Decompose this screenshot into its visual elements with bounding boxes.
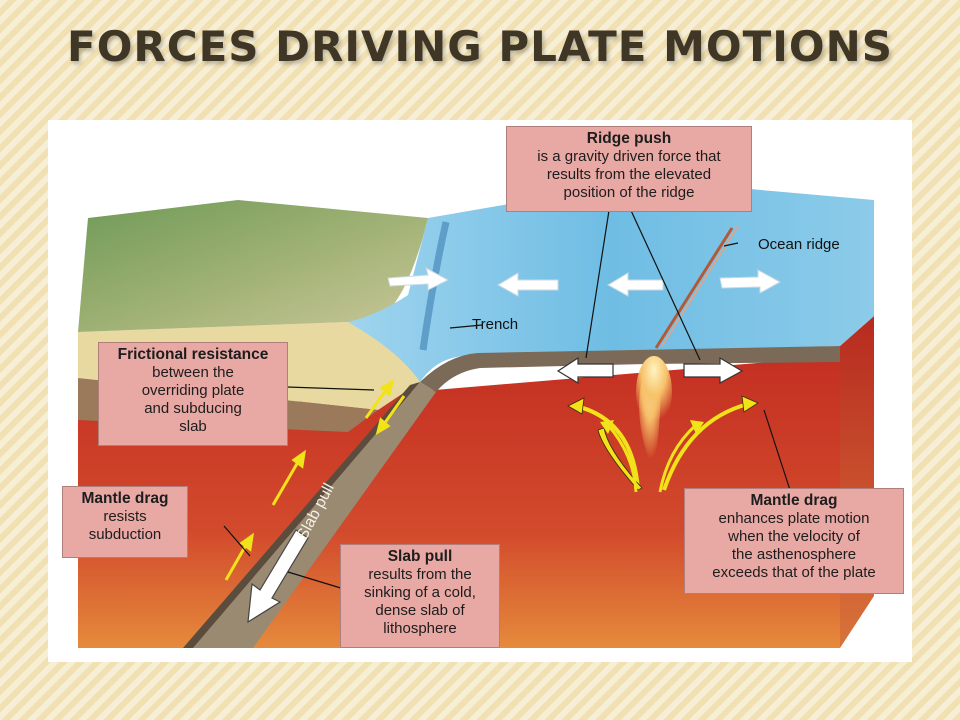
mantle-drag-right-text: enhances plate motion when the velocity … <box>712 510 876 581</box>
slide-title: FORCES DRIVING PLATE MOTIONS <box>67 22 893 71</box>
ocean-ridge-label: Ocean ridge <box>758 236 840 253</box>
ridge-push-heading: Ridge push <box>586 130 672 147</box>
ridge-push-arrows <box>556 356 744 385</box>
ridge-push-callout: Ridge push is a gravity driven force tha… <box>506 126 752 212</box>
plate-motion-diagram: Ocean ridge Trench Slab pull Ridge push … <box>48 120 912 662</box>
frictional-resistance-text: between the overriding plate and subduci… <box>141 364 245 435</box>
frictional-resistance-heading: Frictional resistance <box>117 346 269 363</box>
slab-pull-text: results from the sinking of a cold, dens… <box>364 566 476 637</box>
mantle-drag-left-text: resists subduction <box>88 508 162 543</box>
convection-arrows <box>575 402 749 491</box>
frictional-resistance-callout: Frictional resistance between the overri… <box>98 342 288 446</box>
mantle-drag-right-callout: Mantle drag enhances plate motion when t… <box>684 488 904 594</box>
ridge-push-text: is a gravity driven force that results f… <box>537 148 721 201</box>
mantle-drag-left-callout: Mantle drag resists subduction <box>62 486 188 558</box>
slab-pull-arrow <box>247 529 309 624</box>
mantle-drag-right-heading: Mantle drag <box>750 492 838 509</box>
trench-label: Trench <box>472 316 519 333</box>
surface-motion-arrows <box>387 266 782 297</box>
slab-pull-heading: Slab pull <box>387 548 453 565</box>
mantle-drag-left-heading: Mantle drag <box>81 490 169 507</box>
slab-pull-callout: Slab pull results from the sinking of a … <box>340 544 500 648</box>
